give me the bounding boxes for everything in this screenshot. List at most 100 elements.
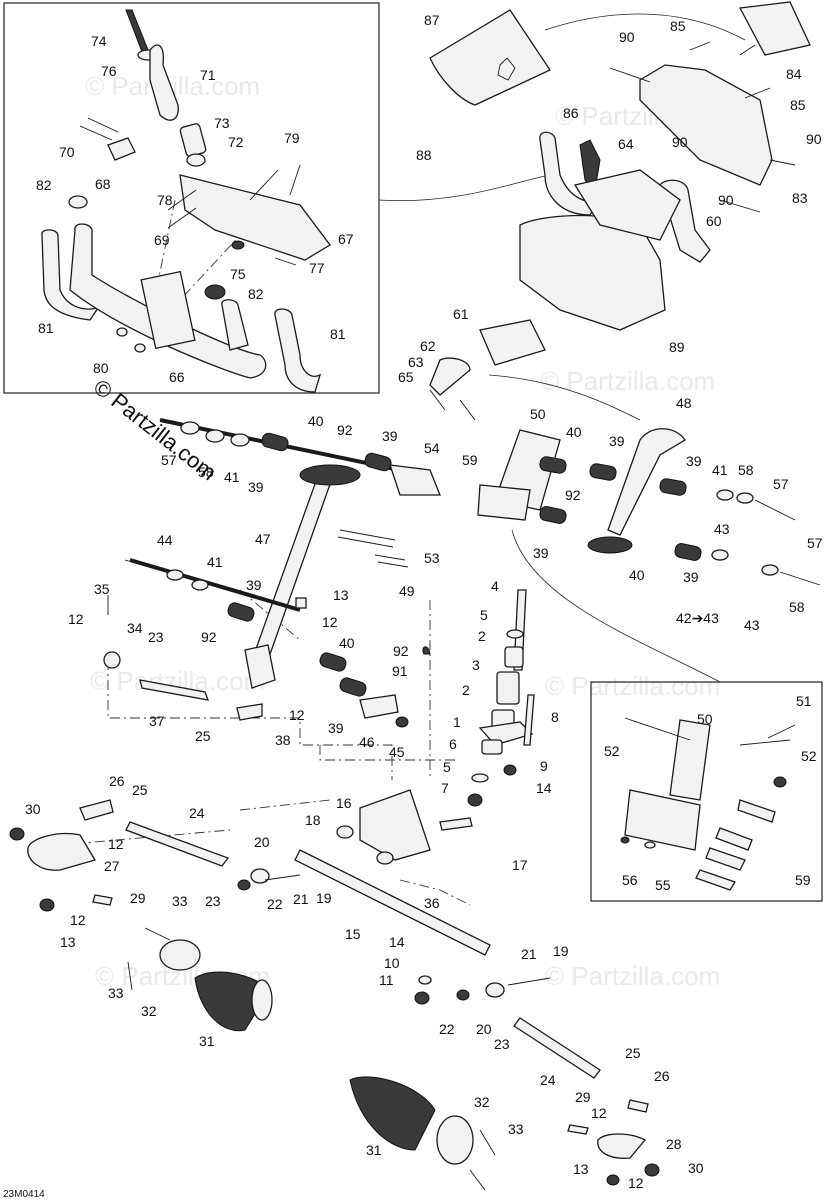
callout-label: 60 bbox=[706, 213, 722, 229]
callout-label: 89 bbox=[669, 339, 685, 355]
callout-label: 90 bbox=[718, 192, 734, 208]
callout-label: 4 bbox=[491, 578, 499, 594]
callout-label: 50 bbox=[530, 406, 546, 422]
callout-label: 22 bbox=[267, 896, 283, 912]
callout-label: 12 bbox=[68, 611, 84, 627]
bracket-16 bbox=[359, 789, 431, 861]
sprocket bbox=[299, 464, 361, 486]
callout-label: 83 bbox=[792, 190, 808, 206]
callout-label: 57 bbox=[807, 535, 823, 551]
callout-label: 85 bbox=[670, 18, 686, 34]
watermark: © Partzilla.com bbox=[545, 961, 720, 991]
plug-82 bbox=[68, 195, 88, 209]
steering-arm-48 bbox=[607, 428, 686, 536]
callout-label: 39 bbox=[533, 545, 549, 561]
callout-label: 32 bbox=[474, 1094, 490, 1110]
callout-label: 23 bbox=[205, 893, 221, 909]
callout-label: 32 bbox=[141, 1003, 157, 1019]
callout-label: 48 bbox=[676, 395, 692, 411]
callout-label: 52 bbox=[801, 748, 817, 764]
drawing-code: 23M0414 bbox=[3, 1189, 45, 1200]
tie-rod-upper-right bbox=[539, 456, 796, 521]
callout-label: 30 bbox=[25, 801, 41, 817]
callout-label: 38 bbox=[275, 732, 291, 748]
callout-label: 59 bbox=[462, 452, 478, 468]
tie-rod-lower-left bbox=[124, 559, 367, 697]
callout-label: 92 bbox=[201, 629, 217, 645]
callout-label: 12 bbox=[322, 614, 338, 630]
callout-label: 43 bbox=[744, 617, 760, 633]
callout-label: 56 bbox=[622, 872, 638, 888]
callout-label: 53 bbox=[424, 550, 440, 566]
callout-label: 81 bbox=[38, 320, 54, 336]
callout-label: 13 bbox=[333, 587, 349, 603]
connector-line bbox=[511, 529, 721, 683]
callout-label: 78 bbox=[157, 192, 173, 208]
callout-label: 91 bbox=[392, 663, 408, 679]
callout-labels: 74 76 71 73 72 70 68 79 82 78 69 67 75 7… bbox=[25, 12, 823, 1191]
callout-label: 92 bbox=[393, 643, 409, 659]
callout-label: 33 bbox=[108, 985, 124, 1001]
callout-label: 49 bbox=[399, 583, 415, 599]
callout-label: 25 bbox=[132, 782, 148, 798]
callout-label: 58 bbox=[198, 464, 214, 480]
callout-label: 77 bbox=[309, 260, 325, 276]
callout-label: 90 bbox=[619, 29, 635, 45]
callout-label: 44 bbox=[157, 532, 173, 548]
callout-label: 37 bbox=[149, 713, 165, 729]
callout-label: 39 bbox=[683, 569, 699, 585]
callout-label: 54 bbox=[424, 440, 440, 456]
rod-24 bbox=[125, 821, 230, 867]
callout-label: 19 bbox=[553, 943, 569, 959]
callout-label: 67 bbox=[338, 231, 354, 247]
callout-label: 36 bbox=[424, 895, 440, 911]
callout-label: 5 bbox=[480, 607, 488, 623]
callout-label: 40 bbox=[566, 424, 582, 440]
callout-label: 46 bbox=[359, 734, 375, 750]
arm-27 bbox=[27, 832, 96, 871]
nut-45 bbox=[395, 716, 409, 728]
rod-37 bbox=[139, 679, 210, 701]
rod-38 bbox=[236, 703, 263, 721]
callout-label: 82 bbox=[248, 286, 264, 302]
callout-label: 18 bbox=[305, 812, 321, 828]
rail-15 bbox=[294, 849, 491, 956]
connector-line bbox=[378, 174, 551, 202]
nut-75 bbox=[231, 240, 245, 250]
callout-label: 17 bbox=[512, 857, 528, 873]
callout-label: 39 bbox=[248, 479, 264, 495]
callout-label: 68 bbox=[95, 176, 111, 192]
callout-label: 24 bbox=[189, 805, 205, 821]
callout-label: 57 bbox=[161, 452, 177, 468]
callout-label: 55 bbox=[655, 877, 671, 893]
callout-label: 31 bbox=[199, 1033, 215, 1049]
callout-label: 50 bbox=[697, 711, 713, 727]
callout-label: 39 bbox=[246, 577, 262, 593]
callout-label: 33 bbox=[508, 1121, 524, 1137]
callout-label: 40 bbox=[308, 413, 324, 429]
tie-rod-lower-right bbox=[539, 506, 821, 586]
callout-label: 21 bbox=[521, 946, 537, 962]
callout-label: 7 bbox=[441, 780, 449, 796]
callout-label: 23 bbox=[148, 629, 164, 645]
callout-label: 45 bbox=[389, 744, 405, 760]
connector-line bbox=[488, 374, 641, 421]
callout-label: 51 bbox=[796, 693, 812, 709]
callout-label: 12 bbox=[628, 1175, 644, 1191]
callout-label: 30 bbox=[688, 1160, 704, 1176]
callout-label: 3 bbox=[472, 657, 480, 673]
inset-box-column-support bbox=[590, 681, 823, 902]
callout-label: 61 bbox=[453, 306, 469, 322]
callout-label: 39 bbox=[382, 428, 398, 444]
callout-label: 26 bbox=[109, 773, 125, 789]
callout-label: 12 bbox=[591, 1105, 607, 1121]
callout-label: 39 bbox=[609, 433, 625, 449]
callout-label: 92 bbox=[565, 487, 581, 503]
callout-label: 29 bbox=[575, 1089, 591, 1105]
inset-box-handlebar bbox=[3, 2, 380, 394]
callout-label: 70 bbox=[59, 144, 75, 160]
bolt-8 bbox=[523, 694, 535, 746]
callout-label: 90 bbox=[672, 134, 688, 150]
callout-label: 66 bbox=[169, 369, 185, 385]
